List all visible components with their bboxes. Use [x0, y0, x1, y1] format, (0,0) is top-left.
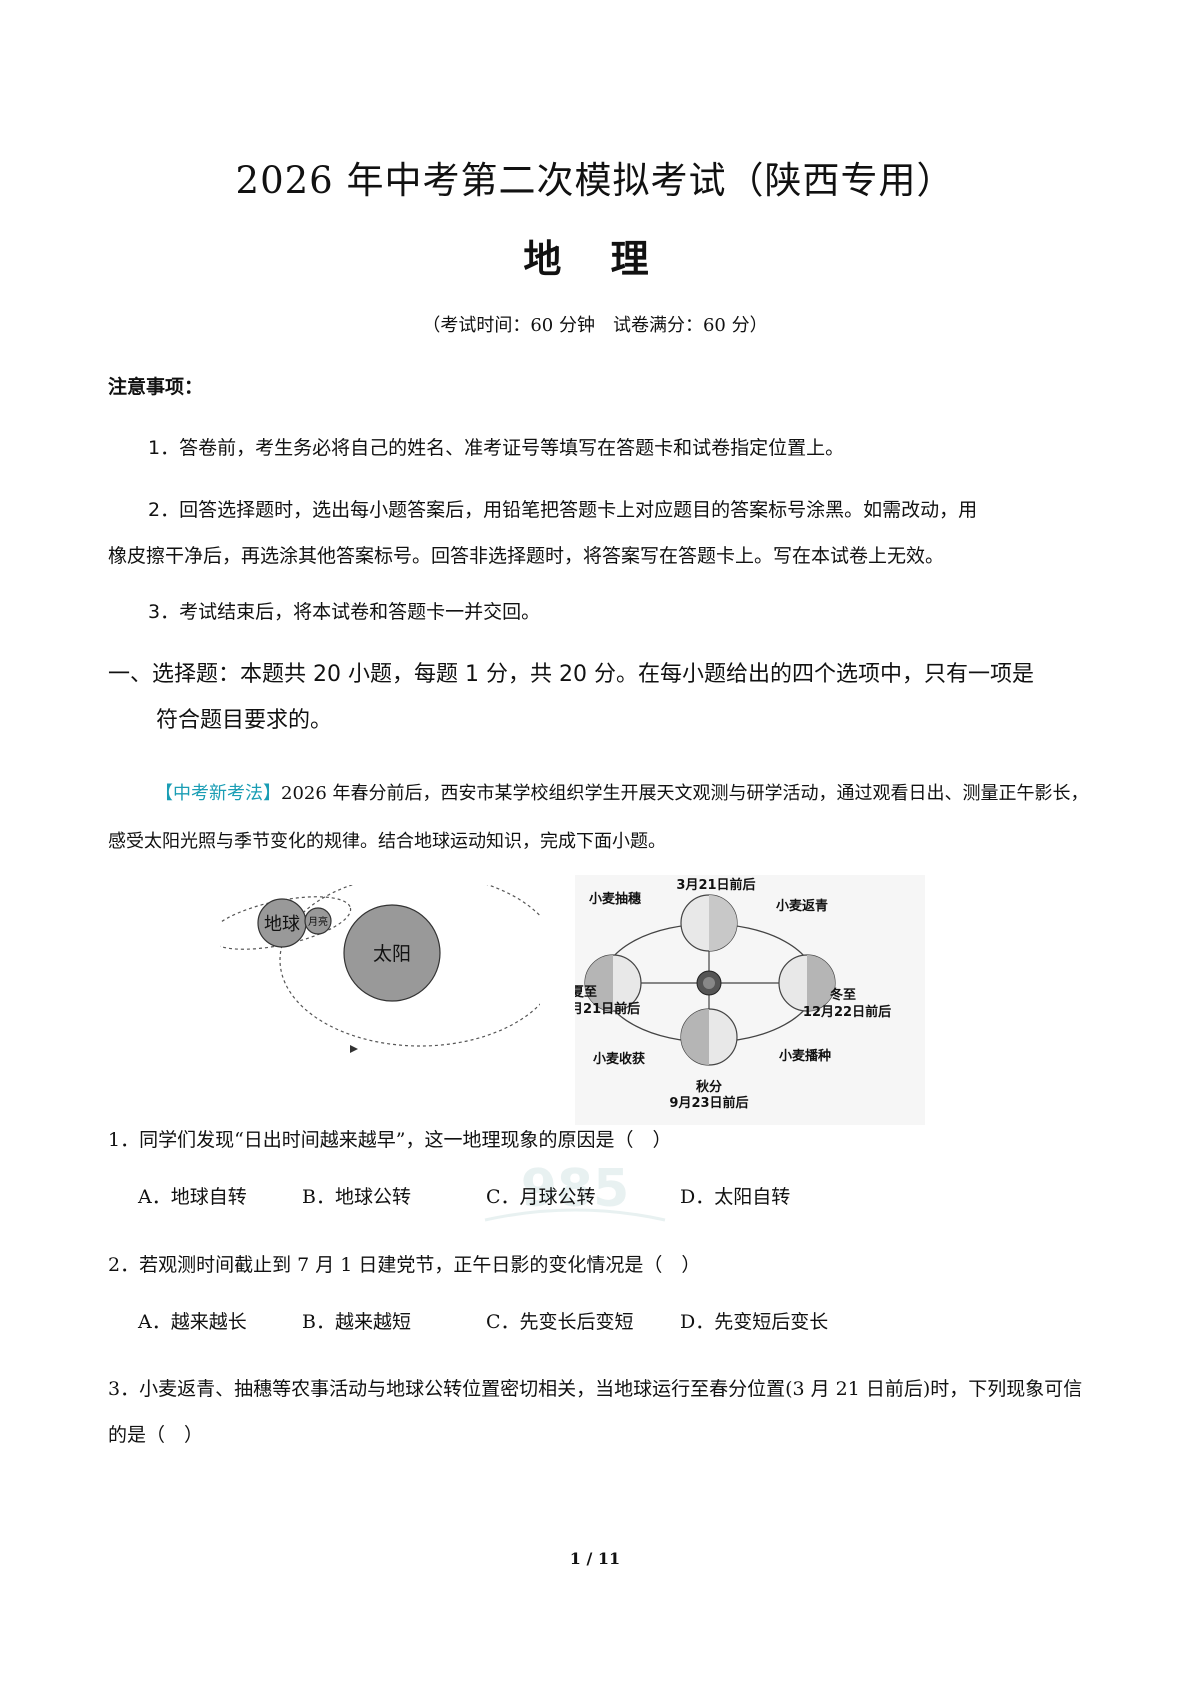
subject-title: 地 理 [523, 237, 667, 281]
new-exam-tag: 【中考新考法】 [155, 783, 281, 804]
q1-option-b: B．地球公转 [302, 1186, 411, 1208]
q2-option-d: D．先变短后变长 [680, 1311, 829, 1333]
earth-revolution-seasons-diagram: 春分 3月21日前后 夏至 6月21日前后 冬至 12月22日前后 秋分 9月2… [575, 875, 925, 1125]
earth-moon-sun-diagram: 地球 月亮 太阳 [220, 885, 540, 1053]
moon-label: 月亮 [308, 915, 328, 928]
orbit-direction-arrow [350, 1045, 358, 1053]
watermark-logo: 985 [484, 1159, 666, 1222]
section-heading: 一、选择题：本题共 20 小题，每题 1 分，共 20 分。在每小题给出的四个选… [108, 652, 1093, 744]
sun-core [703, 977, 715, 989]
intro-text: 2026 年春分前后，西安市某学校组织学生开展天文观测与研学活动，通过观看日出、… [108, 783, 1089, 852]
page-title: 2026 年中考第二次模拟考试（陕西专用） [235, 159, 955, 202]
notice-item-2-line1: 2．回答选择题时，选出每小题答案后，用铅笔把答题卡上对应题目的答案标号涂黑。如需… [148, 499, 978, 521]
notice-item-1: 1．答卷前，考生务必将自己的姓名、准考证号等填写在答题卡和试卷指定位置上。 [148, 437, 845, 459]
exam-info: （考试时间：60 分钟 试卷满分：60 分） [422, 315, 768, 336]
q2-option-b: B．越来越短 [302, 1311, 411, 1333]
spring-date: 3月21日前后 [676, 877, 755, 893]
earth-summer-shade [585, 955, 613, 1011]
q2-option-c: C．先变长后变短 [486, 1311, 634, 1333]
wheat-sowing-label: 小麦播种 [779, 1048, 831, 1064]
sun-circle [343, 904, 441, 1002]
moon-circle [304, 907, 332, 935]
notice-item-3: 3．考试结束后，将本试卷和答题卡一并交回。 [148, 601, 541, 623]
section-heading-line1: 一、选择题：本题共 20 小题，每题 1 分，共 20 分。在每小题给出的四个选… [108, 662, 1034, 687]
earth-winter-shade [807, 955, 835, 1011]
summer-label: 夏至 [575, 985, 597, 1000]
notice-item-2-line2: 橡皮擦干净后，再选涂其他答案标号。回答非选择题时，将答案写在答题卡上。写在本试卷… [108, 545, 945, 567]
notice-item-2: 2．回答选择题时，选出每小题答案后，用铅笔把答题卡上对应题目的答案标号涂黑。如需… [108, 487, 1088, 579]
spring-label: 春分 [702, 875, 729, 877]
question-1: 1．同学们发现“日出时间越来越早”，这一地理现象的原因是（ ） [108, 1129, 672, 1151]
winter-date: 12月22日前后 [803, 1004, 891, 1020]
summer-date: 6月21日前后 [575, 1001, 640, 1017]
question-intro: 【中考新考法】2026 年春分前后，西安市某学校组织学生开展天文观测与研学活动，… [108, 770, 1093, 866]
earth-label: 地球 [264, 914, 300, 935]
sun-label: 太阳 [373, 943, 411, 965]
q2-option-a: A．越来越长 [138, 1311, 247, 1333]
page-number: 1 / 11 [569, 1549, 621, 1568]
q1-option-a: A．地球自转 [138, 1186, 247, 1208]
wheat-greening-label: 小麦返青 [776, 898, 828, 914]
winter-label: 冬至 [830, 987, 856, 1003]
question-3: 3．小麦返青、抽穗等农事活动与地球公转位置密切相关，当地球运行至春分位置(3 月… [108, 1378, 1083, 1446]
notice-title: 注意事项： [108, 376, 204, 398]
autumn-label: 秋分 [696, 1079, 722, 1095]
question-2: 2．若观测时间截止到 7 月 1 日建党节，正午日影的变化情况是（ ） [108, 1254, 701, 1276]
autumn-date: 9月23日前后 [669, 1095, 748, 1111]
svg-text:985: 985 [521, 1159, 630, 1219]
earth-autumn-shade [681, 1009, 709, 1065]
q1-option-d: D．太阳自转 [680, 1186, 791, 1208]
section-heading-line2: 符合题目要求的。 [156, 708, 333, 733]
q1-option-c: C．月球公转 [486, 1186, 596, 1208]
wheat-harvest-label: 小麦收获 [593, 1051, 645, 1067]
wheat-heading-label: 小麦抽穗 [589, 891, 641, 907]
earth-spring-shade [709, 895, 737, 951]
